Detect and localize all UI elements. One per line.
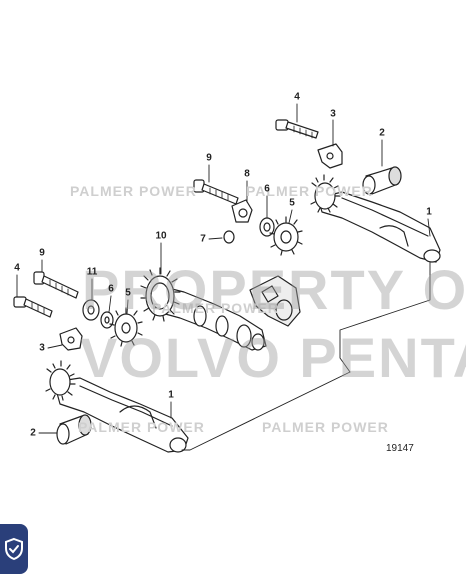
callout-lower-4: 4 [14, 262, 20, 274]
watermark-property-of: PROPERTY OF [82, 258, 466, 321]
lower-bracket-3 [59, 327, 83, 351]
watermark-palmer-power-5: PALMER POWER [262, 419, 389, 435]
watermark-palmer-power-3: PALMER POWER [152, 300, 279, 316]
watermark-palmer-power-2: PALMER POWER [246, 183, 373, 199]
lower-washer-11 [82, 299, 100, 321]
lower-bolt-4 [13, 296, 53, 318]
callout-lower-6: 6 [108, 283, 114, 295]
lower-shaft-gear [45, 360, 76, 401]
callout-upper-5: 5 [289, 197, 295, 209]
upper-bearing [362, 166, 402, 195]
lower-gear-5 [109, 307, 143, 347]
callout-upper-1: 1 [426, 206, 432, 218]
callout-upper-7: 7 [200, 233, 206, 245]
upper-bolt [275, 119, 319, 139]
camshaft [140, 267, 267, 351]
upper-washer-6 [259, 217, 275, 237]
callout-lower-3: 3 [39, 342, 45, 354]
callout-lower-1: 1 [168, 389, 174, 401]
lower-bolt-9 [33, 271, 79, 299]
camshaft-gear [140, 267, 181, 322]
callout-upper-4: 4 [294, 91, 300, 103]
watermark-palmer-power-1: PALMER POWER [70, 183, 197, 199]
shield-check-icon [5, 537, 23, 561]
upper-balance-shaft [310, 174, 441, 263]
crankshaft-fragment [249, 275, 301, 327]
upper-gear-5 [269, 216, 303, 256]
lower-bearing [56, 414, 92, 445]
diagram-reference-number: 19147 [386, 443, 414, 454]
upper-ring-7 [223, 230, 235, 244]
watermark-palmer-power-4: PALMER POWER [78, 419, 205, 435]
upper-bracket-8 [231, 199, 253, 223]
callout-upper-3: 3 [330, 108, 336, 120]
security-badge[interactable] [0, 524, 28, 574]
upper-bracket [317, 143, 343, 169]
upper-shaft-gear [310, 174, 341, 213]
lower-balance-shaft [45, 360, 189, 453]
callout-upper-8: 8 [244, 168, 250, 180]
upper-bolt-9 [193, 179, 239, 205]
callout-upper-6: 6 [264, 183, 270, 195]
callout-lower-11: 11 [86, 266, 98, 278]
watermark-volvo-penta: VOLVO PENTA [80, 326, 466, 389]
callout-lower-5: 5 [125, 287, 131, 299]
callout-lower-9: 9 [39, 247, 45, 259]
leader-lines [16, 103, 431, 451]
callout-upper-9: 9 [206, 152, 212, 164]
callout-upper-2: 2 [379, 127, 385, 139]
callout-upper-10: 10 [155, 230, 167, 242]
callout-lower-2: 2 [30, 427, 36, 439]
